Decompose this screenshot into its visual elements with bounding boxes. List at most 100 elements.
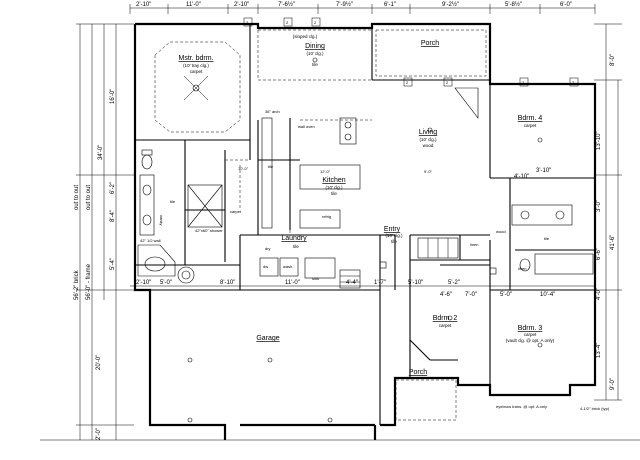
label-upper-window: 36" arch <box>265 109 280 114</box>
dim-right-7: 9'-0" <box>610 378 616 390</box>
room-laundry-floor: tile <box>293 244 299 249</box>
left-dimensions: 56'-2" brick out to out 56'-0" - frame o… <box>74 89 116 440</box>
room-porch-bottom-name: Porch <box>409 369 427 376</box>
label-carpet-closet: carpet <box>230 209 242 214</box>
dim-mid-3: 11'-0" <box>285 280 300 286</box>
dim-mid-12: 3'-10" <box>536 168 551 174</box>
room-porch-top: Porch <box>421 40 439 47</box>
window-tag-0: 2 <box>246 20 249 25</box>
label-ten-ft: 10'-0" <box>238 166 249 171</box>
room-kitchen-name: Kitchen <box>322 177 345 184</box>
dim-mid-13: 10'-4" <box>540 292 555 298</box>
room-master-name: Mstr. bdrm. <box>178 55 213 62</box>
room-master: Mstr. bdrm. (10' tray clg.) carpet <box>178 55 213 74</box>
dim-top-2: 2'-10" <box>234 2 249 8</box>
room-dining-note: (sloped clg.) <box>293 34 318 39</box>
dim-right-1: 13'-10" <box>596 131 602 150</box>
label-refrig: refrig <box>322 214 331 219</box>
dim-right-3: 3'-0" <box>596 200 602 212</box>
dim-left-3: out to out <box>86 185 92 210</box>
dim-top-3: 7'-6½" <box>278 1 295 8</box>
room-dining-ceiling: (10' clg.) <box>306 51 324 56</box>
dim-left-8: 5'-4" <box>110 258 116 270</box>
room-entry-name: Entry <box>384 226 401 233</box>
dim-left-2: 56'-0" - frame <box>86 263 92 300</box>
room-kitchen-ceiling: (10' clg.) <box>325 185 343 190</box>
dimension-lines <box>40 4 640 441</box>
label-sink: sink <box>312 276 319 281</box>
dim-mid-4: 4'-4" <box>346 280 358 286</box>
room-bdrm2: Bdrm. 2 carpet <box>433 315 458 328</box>
right-dimensions: 8'-0" 13'-10" 41'-6" 3'-0" 6'-6" 4'-0" 1… <box>596 54 616 390</box>
dashed-lines <box>154 29 487 421</box>
label-dry: dry <box>265 246 271 251</box>
room-master-floor: carpet <box>190 69 203 74</box>
room-kitchen-floor: tile <box>331 191 337 196</box>
room-bdrm3: Bdrm. 3 carpet (vault clg. @ opt. A only… <box>506 325 555 343</box>
dim-right-2: 41'-6" <box>610 235 616 250</box>
dim-left-6: 6'-2" <box>110 182 116 194</box>
dim-left-4: 34'-0" <box>98 145 104 160</box>
dim-top-5: 6'-1" <box>384 2 396 8</box>
label-shower: 42"x60" shower <box>195 228 223 233</box>
dim-mid-10: 4'-6" <box>440 292 452 298</box>
dim-top-8: 6'-0" <box>560 2 572 8</box>
dim-left-1: out to out <box>74 185 80 210</box>
dim-mid-9: 5'-0" <box>500 292 512 298</box>
dim-left-7: 8'-4" <box>110 210 116 222</box>
room-bdrm4: Bdrm. 4 carpet <box>518 115 543 128</box>
room-entry: Entry (10' clg.) tile <box>384 226 403 244</box>
dim-right-0: 8'-0" <box>610 54 616 66</box>
label-wall-oven: wall oven <box>298 124 315 129</box>
dim-top-0: 2'-10" <box>136 2 151 8</box>
ceiling-fan-icon <box>183 75 209 101</box>
dim-mid-0: 2'-10" <box>136 280 151 286</box>
label-vanity: vanity <box>159 215 164 225</box>
dim-left-0: 56'-2" brick <box>74 269 80 300</box>
annotations: tile carpet 42"x60" shower 42" 1/2 wall … <box>140 109 610 411</box>
room-bdrm3-name: Bdrm. 3 <box>518 325 543 332</box>
mid-dimensions: 2'-10" 5'-0" 8'-10" 11'-0" 4'-4" 1'-7" 5… <box>136 168 555 298</box>
room-kitchen: Kitchen (10' clg.) tile <box>322 177 345 196</box>
dim-top-1: 11'-0" <box>186 2 201 8</box>
window-tag-5: 2 <box>522 80 525 85</box>
label-dw: dw <box>263 264 268 269</box>
dim-right-6: 13'-4" <box>596 343 602 358</box>
window-tag-2: 2 <box>314 20 317 25</box>
label-wash: wash <box>283 264 292 269</box>
room-bdrm4-floor: carpet <box>524 123 537 128</box>
light-fixture-icons <box>187 57 543 423</box>
dim-mid-11: 4'-10" <box>514 174 529 180</box>
top-dimensions: 2'-10" 11'-0" 2'-10" 7'-6½" 7'-9½" 6'-1"… <box>136 1 572 8</box>
room-porch-bottom: Porch <box>409 369 427 376</box>
label-tile-main: tile <box>268 164 274 169</box>
room-living-floor: wood <box>423 143 434 148</box>
room-laundry: Laundry tile <box>281 235 307 249</box>
dim-left-9: 20'-0" <box>96 355 102 370</box>
label-tile-b2: tile <box>544 236 550 241</box>
dim-left-5: 16'-0" <box>110 89 116 104</box>
room-garage-name: Garage <box>256 335 279 342</box>
dim-top-4: 7'-9½" <box>336 1 353 8</box>
label-half-wall: 42" 1/2 wall <box>140 238 161 243</box>
label-wood-hall: wood <box>496 229 506 234</box>
room-porch-top-name: Porch <box>421 40 439 47</box>
room-laundry-name: Laundry <box>281 235 307 242</box>
room-bdrm3-floor: carpet <box>524 332 537 337</box>
label-eyebrow: eyebrow trans. @ opt. A only <box>496 404 547 409</box>
room-dining-floor: tile <box>312 62 318 67</box>
dim-mid-2: 8'-10" <box>220 280 235 286</box>
label-brick-typ: 4-1/2" brick (typ) <box>580 406 610 411</box>
room-bdrm2-floor: carpet <box>439 323 452 328</box>
window-tags: 2 2 2 2 2 2 2 <box>243 17 579 87</box>
dim-mid-8: 7'-0" <box>465 292 477 298</box>
label-linen2: linen <box>518 266 526 271</box>
label-tile-bath: tile <box>170 199 176 204</box>
dim-top-6: 9'-2½" <box>442 1 459 8</box>
dim-right-5: 4'-0" <box>596 288 602 300</box>
fixtures <box>137 87 594 361</box>
dim-top-7: 5'-8½" <box>505 1 522 8</box>
room-entry-ceiling: (10' clg.) <box>385 233 403 238</box>
dim-left-10: 2'-0" <box>96 428 102 440</box>
